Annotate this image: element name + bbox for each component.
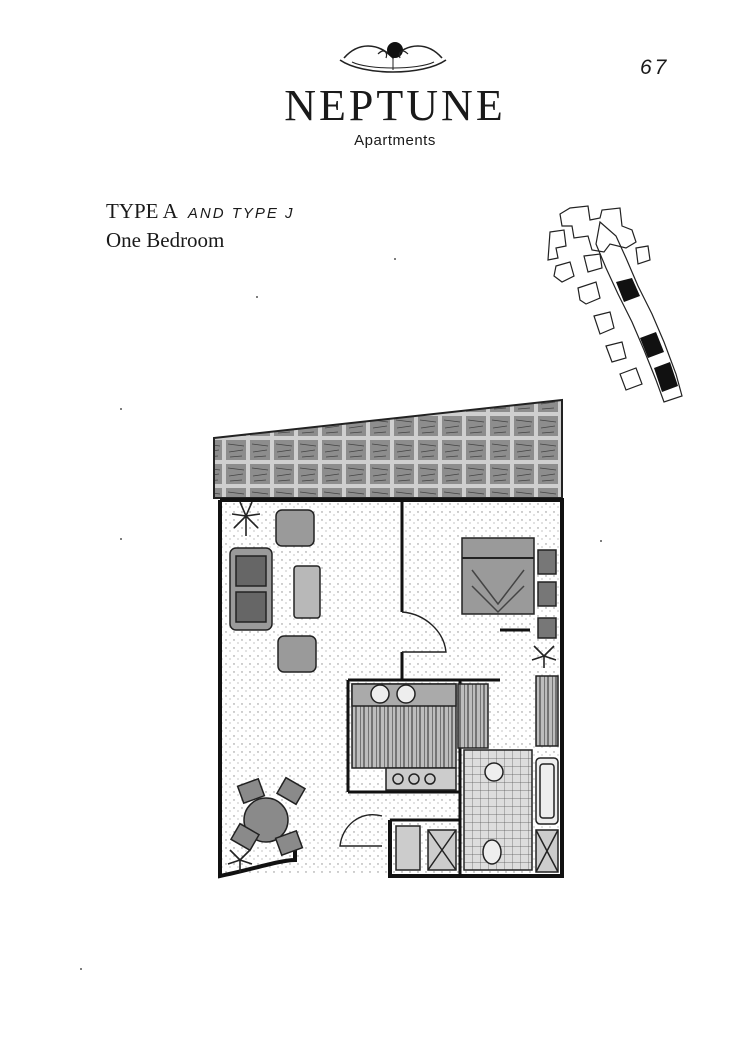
- plant-icon: [231, 501, 261, 536]
- bedroom-count-label: One Bedroom: [106, 228, 225, 252]
- brand-subtitle: Apartments: [354, 132, 436, 149]
- page-number: 67: [640, 56, 670, 79]
- unit-type-label: TYPE A: [106, 199, 177, 223]
- unit-type-line: TYPE A AND TYPE J: [106, 199, 295, 224]
- balcony-tiles: [213, 398, 563, 499]
- building-key-plan-icon: [547, 205, 683, 403]
- brand-name: NEPTUNE: [284, 81, 506, 130]
- unit-type-handwritten: AND TYPE J: [187, 205, 295, 222]
- neptune-logo-icon: [339, 42, 447, 73]
- floor-plan-drawing: [213, 398, 564, 879]
